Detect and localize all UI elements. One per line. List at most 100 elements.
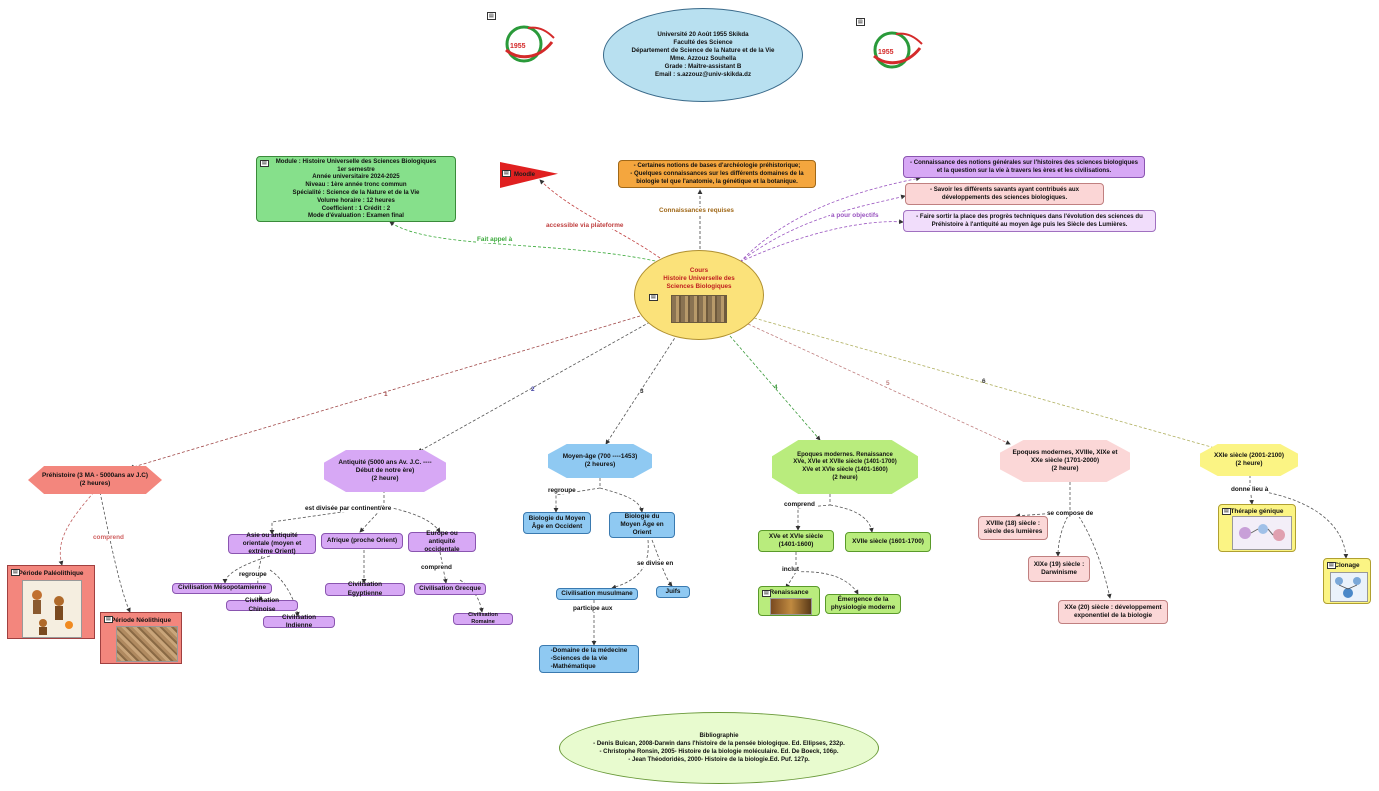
header-department: Département de Science de la Nature et d… bbox=[631, 47, 775, 55]
node-indienne[interactable]: Civilisation Indienne bbox=[263, 614, 335, 629]
node-mesopotamienne[interactable]: Civilisation Mésopotamienne bbox=[172, 583, 272, 594]
node-asie[interactable]: Asie ou antiquité orientale (moyen et ex… bbox=[228, 531, 316, 556]
link-ren-xvii bbox=[829, 504, 874, 533]
link-mod-xx bbox=[1075, 511, 1112, 599]
objective-text-2: - Savoir les différents savants ayant co… bbox=[929, 186, 1079, 201]
logo-left-tag: ▤ bbox=[487, 12, 496, 20]
node-musulmane[interactable]: Civilisation musulmane bbox=[556, 588, 638, 600]
link-central-obj3 bbox=[739, 219, 904, 263]
central-note-icon: ▤ bbox=[649, 294, 658, 301]
occident-label: Biologie du Moyen Âge en Occident bbox=[528, 514, 586, 530]
university-logo-right: 1955 bbox=[873, 31, 923, 69]
link-branch-2 bbox=[417, 321, 651, 453]
bibliography-ellipse[interactable]: Bibliographie - Denis Buican, 2008-Darwi… bbox=[559, 712, 879, 784]
moodle-note-icon: ▤ bbox=[502, 170, 511, 177]
svg-text:1955: 1955 bbox=[510, 43, 526, 50]
link-xvxvi-physio bbox=[795, 571, 859, 595]
label-regroupe-ma: regroupe bbox=[547, 487, 577, 495]
romaine-label: Civilisation Romaine bbox=[468, 611, 498, 625]
node-physiologie[interactable]: Émergence de la physiologie moderne bbox=[825, 594, 901, 614]
label-connaissances: Connaissances requises bbox=[658, 207, 735, 215]
link-prehist-paleo bbox=[58, 491, 95, 566]
node-domaines[interactable]: -Domaine de la médecine -Sciences de la … bbox=[539, 645, 639, 673]
node-orient[interactable]: Biologie du Moyen Âge en Orient bbox=[609, 512, 675, 538]
central-course-node[interactable]: Cours Histoire Universelle des Sciences … bbox=[634, 250, 764, 340]
link-ma-occident bbox=[553, 478, 601, 513]
link-mod-xviii bbox=[1015, 482, 1071, 519]
renaissance-note-icon: ▤ bbox=[762, 590, 771, 597]
link-ren-xvxvi bbox=[795, 494, 831, 531]
era-xxie[interactable]: XXIe siècle (2001-2100) (2 heure) bbox=[1200, 444, 1298, 476]
objective-box-2[interactable]: - Savoir les différents savants ayant co… bbox=[905, 183, 1104, 205]
xx-label: XXe (20) siècle : développement exponent… bbox=[1064, 603, 1162, 619]
node-occident[interactable]: Biologie du Moyen Âge en Occident bbox=[523, 512, 591, 534]
header-ellipse: Université 20 Août 1955 Skikda Faculté d… bbox=[603, 8, 803, 102]
therapie-note-icon: ▤ bbox=[1222, 508, 1231, 515]
node-europe[interactable]: Europe ou antiquité occidentale bbox=[408, 530, 476, 553]
branch-number-1: 1 bbox=[384, 391, 388, 398]
node-grecque[interactable]: Civilisation Grecque bbox=[414, 583, 486, 595]
header-email: Email : s.azzouz@univ-skikda.dz bbox=[654, 70, 752, 78]
link-central-moodle bbox=[539, 179, 661, 259]
node-afrique[interactable]: Afrique (proche Orient) bbox=[321, 533, 403, 549]
link-branch-3 bbox=[605, 329, 681, 445]
era-moyen-age-label: Moyen-âge (700 ----1453) (2 heures) bbox=[562, 452, 638, 468]
link-branch-6 bbox=[753, 317, 1223, 452]
meso-label: Civilisation Mésopotamienne bbox=[177, 584, 267, 592]
node-xix[interactable]: XIXe (19) siècle : Darwinisme bbox=[1028, 556, 1090, 582]
egypt-label: Civilisation Egyptienne bbox=[347, 581, 383, 597]
objective-box-1[interactable]: - Connaissance des notions générales sur… bbox=[903, 156, 1145, 178]
objective-box-3[interactable]: - Faire sortir la place des progrès tech… bbox=[903, 210, 1156, 232]
header-faculty: Faculté des Science bbox=[673, 39, 733, 47]
node-romaine[interactable]: Civilisation Romaine bbox=[453, 611, 513, 625]
link-antiq-asie bbox=[269, 490, 385, 535]
node-xviii[interactable]: XVIIIe (18) siècle : siècle des lumières bbox=[978, 516, 1048, 540]
link-ma-orient bbox=[599, 487, 644, 513]
node-chinoise[interactable]: Civilisation Chinoise bbox=[226, 597, 298, 613]
objective-text-3: - Faire sortir la place des progrès tech… bbox=[916, 213, 1143, 228]
svg-text:1955: 1955 bbox=[878, 49, 894, 56]
clonage-label: Clonage bbox=[1334, 562, 1360, 569]
link-europe-romaine bbox=[459, 579, 484, 613]
neo-label: Période Néolithique bbox=[110, 617, 171, 624]
prerequisites-text: - Certaines notions de bases d'archéolog… bbox=[630, 162, 804, 185]
bibliography-text: Bibliographie - Denis Buican, 2008-Darwi… bbox=[593, 732, 845, 763]
branch-number-3: 3 bbox=[640, 388, 644, 395]
node-xx[interactable]: XXe (20) siècle : développement exponent… bbox=[1058, 600, 1168, 624]
prerequisites-box[interactable]: - Certaines notions de bases d'archéolog… bbox=[618, 160, 816, 188]
link-prehist-neo bbox=[99, 491, 131, 613]
link-central-module bbox=[389, 221, 661, 263]
era-antiquite[interactable]: Antiquité (5000 ans Av. J.C. ---- Début … bbox=[324, 450, 446, 492]
xv-xvi-label: XVe et XVIe siècle (1401-1600) bbox=[768, 532, 824, 548]
label-accessible: accessible via plateforme bbox=[545, 222, 625, 230]
label-fait-appel: Fait appel à bbox=[476, 236, 514, 244]
header-grade: Grade : Maître-assistant B bbox=[664, 62, 742, 70]
branch-number-6: 6 bbox=[982, 378, 986, 385]
era-antiquite-label: Antiquité (5000 ans Av. J.C. ---- Début … bbox=[338, 458, 432, 483]
era-renaissance[interactable]: Epoques modernes. Renaissance XVe, XVIe … bbox=[772, 440, 918, 494]
module-box[interactable]: ▤ Module : Histoire Universelle des Scie… bbox=[256, 156, 456, 222]
era-moyen-age[interactable]: Moyen-âge (700 ----1453) (2 heures) bbox=[548, 444, 652, 478]
link-mod-xix bbox=[1055, 511, 1071, 557]
era-modernes[interactable]: Epoques modernes, XVIIIe, XIXe et XXe si… bbox=[1000, 440, 1130, 482]
chinoise-label: Civilisation Chinoise bbox=[244, 597, 280, 613]
label-regroupe: regroupe bbox=[238, 571, 268, 579]
link-asie-meso bbox=[222, 555, 271, 584]
xix-label: XIXe (19) siècle : Darwinisme bbox=[1033, 560, 1085, 576]
module-note-icon: ▤ bbox=[260, 160, 269, 167]
era-prehistoire[interactable]: Préhistoire (3 MA - 5000ans av J.C) (2 h… bbox=[28, 466, 162, 494]
neo-illustration bbox=[116, 626, 178, 662]
clonage-note-icon: ▤ bbox=[1327, 562, 1336, 569]
asie-label: Asie ou antiquité orientale (moyen et ex… bbox=[242, 531, 302, 556]
node-xvii[interactable]: XVIIe siècle (1601-1700) bbox=[845, 532, 931, 552]
label-divise-en: se divise en bbox=[636, 560, 675, 568]
renaissance-label: Renaissance bbox=[769, 589, 809, 596]
node-juifs[interactable]: Juifs bbox=[656, 586, 690, 598]
link-antiq-europe bbox=[383, 505, 441, 533]
node-xv-xvi[interactable]: XVe et XVIe siècle (1401-1600) bbox=[758, 530, 834, 552]
label-participe: participe aux bbox=[572, 605, 614, 613]
clonage-illustration bbox=[1330, 572, 1368, 602]
node-egyptienne[interactable]: Civilisation Egyptienne bbox=[325, 581, 405, 597]
era-prehistoire-label: Préhistoire (3 MA - 5000ans av J.C) (2 h… bbox=[42, 471, 148, 487]
